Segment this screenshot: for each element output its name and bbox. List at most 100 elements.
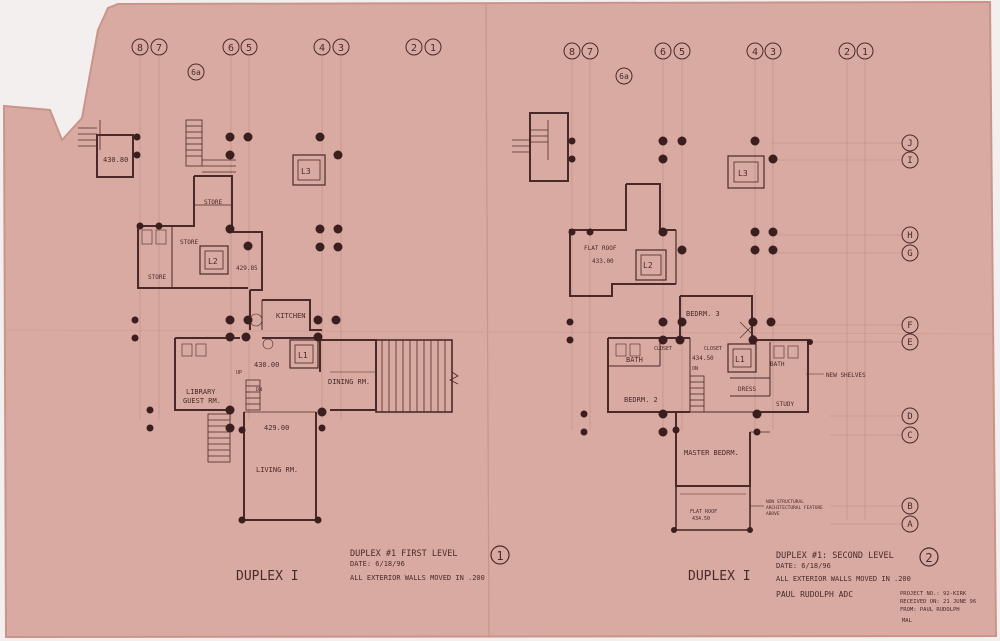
grid-label-1: 1 xyxy=(862,47,868,58)
grid-label-G: G xyxy=(907,249,912,259)
label-flat-roof-bottom: FLAT ROOF xyxy=(690,509,717,515)
grid-label-6: 6 xyxy=(660,47,666,58)
second-level-labels: FLAT ROOF 433.00 L2 L3 BEDRM. 3 CLOSET C… xyxy=(584,169,866,522)
label-dress: DRESS xyxy=(738,386,756,393)
label-bath-right: BATH xyxy=(770,361,785,368)
note-line-2: ARCHITECTURAL FEATURE xyxy=(766,505,823,511)
paper-fold xyxy=(485,3,490,637)
duplex-title-right: DUPLEX I xyxy=(688,569,751,584)
stamp-line-4: MAL xyxy=(902,618,913,624)
label-bath-left: BATH xyxy=(626,356,643,364)
elevation-flat-bottom: 434.50 xyxy=(692,516,710,522)
grid-label-8: 8 xyxy=(137,43,143,54)
receiving-stamp: PROJECT NO.: 92-KIRK RECEIVED ON: 21 JUN… xyxy=(900,591,976,624)
grid-lines-horizontal xyxy=(770,142,902,525)
level-title-left: DUPLEX #1 FIRST LEVEL xyxy=(350,549,457,559)
grid-label-3: 3 xyxy=(770,47,776,58)
label-store-top: STORE xyxy=(204,199,222,206)
grid-label-2: 2 xyxy=(844,47,850,58)
grid-label-5: 5 xyxy=(246,43,252,54)
elevator-l1 xyxy=(727,343,757,373)
grid-label-I: I xyxy=(907,156,912,166)
grid-bubbles-left-labels: 8 7 6 5 4 3 2 1 6a xyxy=(137,43,436,77)
elevator-l3 xyxy=(727,155,765,189)
label-living: LIVING RM. xyxy=(256,466,298,474)
grid-label-B: B xyxy=(907,502,912,512)
grid-label-6: 6 xyxy=(228,43,234,54)
detached-stair xyxy=(96,134,134,178)
label-dining: DINING RM. xyxy=(328,378,370,386)
note-right: ALL EXTERIOR WALLS MOVED IN .200 xyxy=(776,575,911,583)
label-library: LIBRARY xyxy=(186,388,216,396)
grid-label-5: 5 xyxy=(679,47,685,58)
grid-label-C: C xyxy=(907,431,912,441)
grid-label-7: 7 xyxy=(587,47,593,58)
label-dn: DN xyxy=(256,387,262,393)
drawing-number-2: 2 xyxy=(925,551,932,565)
structural-columns-second-level xyxy=(566,136,813,533)
office-name: PAUL RUDOLPH ADC xyxy=(776,590,853,599)
label-master-bedroom: MASTER BEDRM. xyxy=(684,449,739,457)
note-left: ALL EXTERIOR WALLS MOVED IN .200 xyxy=(350,574,485,582)
grid-label-6a: 6a xyxy=(619,72,629,81)
grid-label-3: 3 xyxy=(338,43,344,54)
label-l3: L3 xyxy=(738,169,748,178)
label-flat-roof-top: FLAT ROOF xyxy=(584,245,617,252)
elevation-living: 429.00 xyxy=(264,424,289,432)
paper-fold-horizontal xyxy=(5,329,995,335)
structural-columns-first-level xyxy=(131,132,343,524)
stamp-line-1: PROJECT NO.: 92-KIRK xyxy=(900,591,967,597)
grid-label-8: 8 xyxy=(569,47,575,58)
duplex-title-left: DUPLEX I xyxy=(236,569,299,584)
grid-label-1: 1 xyxy=(430,43,436,54)
grid-lines-vertical xyxy=(139,55,866,520)
deck-bridge xyxy=(375,339,459,413)
label-up: UP xyxy=(236,370,242,376)
grid-label-D: D xyxy=(907,412,912,422)
label-l1: L1 xyxy=(735,355,745,364)
grid-bubbles-right-labels: 8 7 6 5 4 3 2 1 6a xyxy=(569,47,868,81)
grid-label-2: 2 xyxy=(411,43,417,54)
grid-label-4: 4 xyxy=(752,47,758,58)
stamp-line-2: RECEIVED ON: 21 JUNE 96 xyxy=(900,599,976,605)
label-closet-1: CLOSET xyxy=(654,346,672,352)
elevation-l2: 429.85 xyxy=(236,265,258,272)
label-on: ON xyxy=(692,366,698,372)
label-new-shelves: NEW SHELVES xyxy=(826,372,866,379)
grid-label-H: H xyxy=(907,231,912,241)
label-kitchen: KITCHEN xyxy=(276,312,306,320)
label-l3: L3 xyxy=(301,167,311,176)
grid-label-7: 7 xyxy=(156,43,162,54)
label-bedroom-2: BEDRM. 2 xyxy=(624,396,658,404)
second-level-plan xyxy=(512,112,809,531)
stair-elevation: 430.80 xyxy=(103,156,128,164)
title-block-second-level: DUPLEX I DUPLEX #1: SECOND LEVEL 2 DATE:… xyxy=(688,547,939,599)
grid-label-J: J xyxy=(907,139,912,149)
elevator-l2 xyxy=(635,249,667,281)
upper-stair xyxy=(185,119,236,173)
stamp-line-3: FROM: PAUL RUDOLPH xyxy=(900,607,960,613)
label-study: STUDY xyxy=(776,401,794,408)
label-closet-2: CLOSET xyxy=(704,346,722,352)
elevation-flat-top: 433.00 xyxy=(592,258,614,265)
label-store-mid: STORE xyxy=(180,239,198,246)
grid-label-E: E xyxy=(907,338,912,348)
grid-label-A: A xyxy=(907,520,913,530)
grid-bubbles-side-labels: J I H G F E D C B A xyxy=(907,139,913,530)
label-l1: L1 xyxy=(298,351,308,360)
date-left: DATE: 6/18/96 xyxy=(350,560,405,568)
grid-label-6a: 6a xyxy=(191,68,201,77)
elevator-l1 xyxy=(289,339,319,369)
elevator-l3 xyxy=(292,154,326,186)
elevation-center: 430.00 xyxy=(254,361,279,369)
elevator-l2 xyxy=(199,245,229,275)
first-level-labels: 430.80 L3 STORE STORE STORE L2 429.85 KI… xyxy=(103,156,370,474)
note-line-3: ABOVE xyxy=(766,511,780,517)
label-l2: L2 xyxy=(643,261,653,270)
detached-stair xyxy=(529,112,569,182)
title-block-first-level: DUPLEX I DUPLEX #1 FIRST LEVEL 1 DATE: 6… xyxy=(236,545,510,584)
label-bedroom-3: BEDRM. 3 xyxy=(686,310,720,318)
